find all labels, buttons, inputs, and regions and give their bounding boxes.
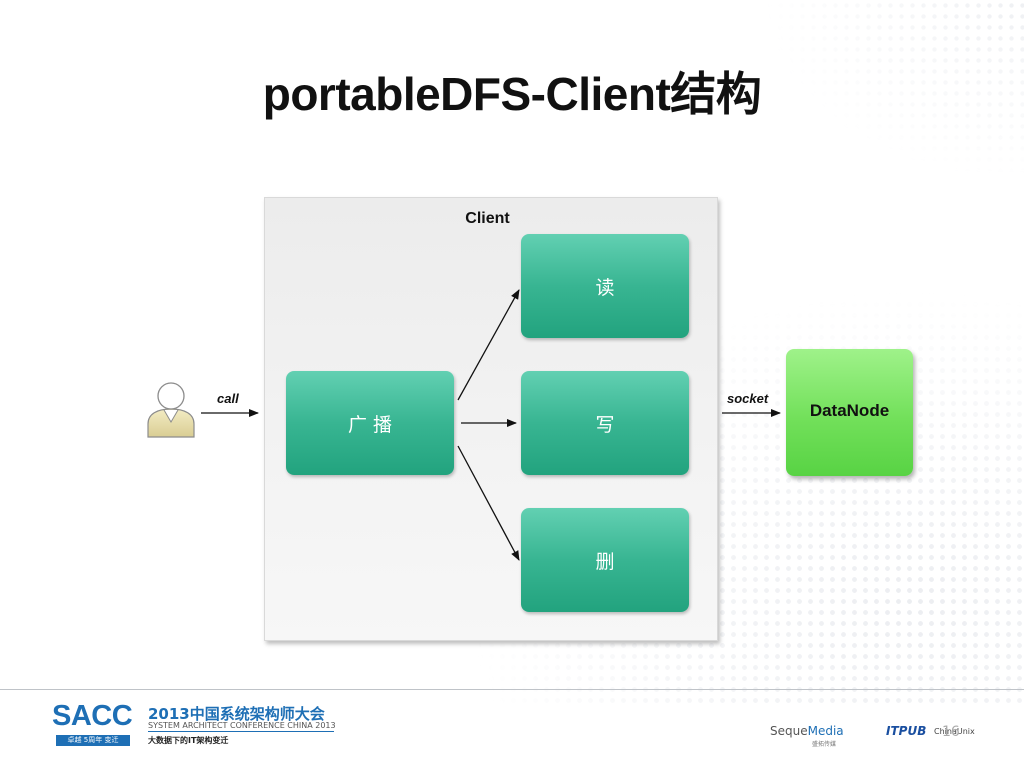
client-label: Client [465,210,510,227]
node-datanode: DataNode [786,349,913,476]
arrow-to-read [457,289,520,401]
edge-label-call: call [217,391,239,406]
node-broadcast: 广 播 [286,371,454,475]
sacc-logo: SACC [52,700,133,732]
sponsor-chinaunix: ChinaUnix [934,727,975,736]
node-datanode-label: DataNode [809,401,890,420]
user-icon [147,382,195,438]
background-dot-pattern-top [764,0,1024,180]
node-delete: 删 [521,508,689,612]
slide-title: portableDFS-Client结构 [262,68,762,120]
arrow-to-delete [457,445,520,561]
node-read: 读 [521,234,689,338]
sponsor-itpub: ITPUB [886,724,927,738]
sponsor-seque: Seque [770,724,808,738]
sponsor-seque-media-sub: 盛拓传媒 [812,741,837,748]
conference-name: 2013中国系统架构师大会 [148,705,325,723]
conference-slogan: 大数据下的IT架构变迁 [148,736,229,745]
footer-divider [0,689,1024,690]
node-write: 写 [521,371,689,475]
node-delete-label: 删 [595,550,615,573]
conference-rule [148,731,334,732]
sponsor-seque-media: SequeMedia [770,724,844,738]
sponsor-media: Media [807,724,844,738]
edge-label-socket: socket [727,391,769,406]
conference-name-en: SYSTEM ARCHITECT CONFERENCE CHINA 2013 [148,721,336,730]
page-number: 16 [942,724,960,740]
sacc-logo-sub: 卓越 5周年 变迁 [56,735,130,746]
node-read-label: 读 [595,276,615,299]
node-broadcast-label: 广 播 [347,413,393,436]
node-write-label: 写 [595,413,615,436]
